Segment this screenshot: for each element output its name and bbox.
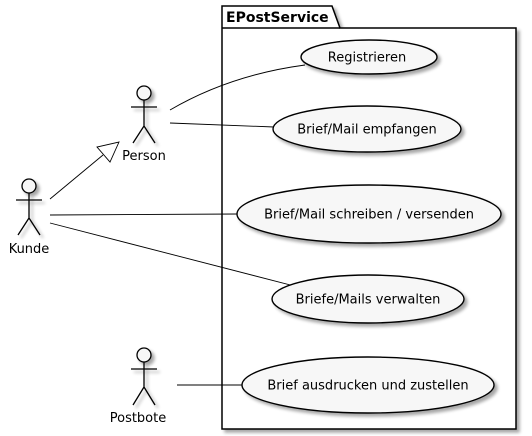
usecase-schreiben: Brief/Mail schreiben / versenden bbox=[236, 184, 502, 244]
assoc-person-registrieren bbox=[169, 64, 306, 111]
usecase-empfangen: Brief/Mail empfangen bbox=[272, 105, 462, 153]
generalization-kunde-person bbox=[49, 141, 120, 200]
usecase-label-registrieren: Registrieren bbox=[328, 51, 406, 66]
generalization-arrowhead bbox=[96, 141, 120, 163]
usecase-label-verwalten: Briefe/Mails verwalten bbox=[296, 293, 441, 308]
actor-label-person: Person bbox=[122, 149, 166, 164]
associations bbox=[49, 64, 306, 386]
usecase-label-empfangen: Brief/Mail empfangen bbox=[297, 123, 437, 138]
usecase-ellipse bbox=[272, 105, 462, 153]
actor-label-kunde: Kunde bbox=[9, 242, 50, 257]
generalization-line bbox=[49, 154, 104, 200]
usecase-label-zustellen: Brief ausdrucken und zustellen bbox=[267, 379, 468, 394]
assoc-kunde-schreiben bbox=[49, 213, 239, 216]
usecase-ellipse bbox=[236, 184, 502, 244]
usecase-verwalten: Briefe/Mails verwalten bbox=[271, 274, 465, 324]
assoc-kunde-verwalten bbox=[49, 222, 303, 289]
usecase-ellipse bbox=[271, 274, 465, 324]
stick-figure-icon bbox=[131, 347, 157, 406]
package-title: EPostService bbox=[226, 10, 329, 26]
usecase-zustellen: Brief ausdrucken und zustellen bbox=[241, 356, 495, 414]
actor-person: Person bbox=[122, 85, 166, 164]
actor-postbote: Postbote bbox=[110, 347, 167, 426]
usecase-ellipse bbox=[300, 39, 438, 75]
usecase-registrieren: Registrieren bbox=[300, 39, 438, 75]
stick-figure-icon bbox=[16, 178, 42, 236]
actor-kunde: Kunde bbox=[9, 178, 50, 257]
assoc-person-empfangen bbox=[169, 122, 275, 128]
usecase-ellipse bbox=[241, 356, 495, 414]
actor-label-postbote: Postbote bbox=[110, 411, 167, 426]
stick-figure-icon bbox=[131, 85, 157, 144]
usecase-label-schreiben: Brief/Mail schreiben / versenden bbox=[264, 208, 474, 223]
